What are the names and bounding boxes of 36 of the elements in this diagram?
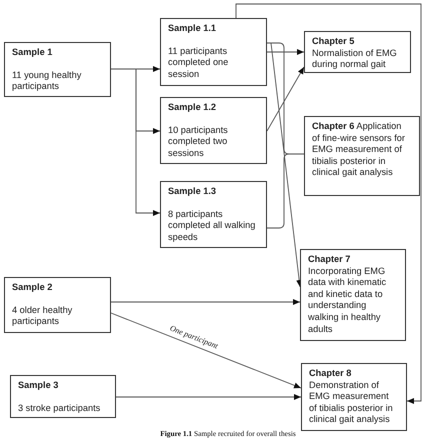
chapter-box — [304, 116, 420, 196]
arrow — [110, 68, 160, 216]
sample-box — [160, 181, 267, 248]
arrow — [266, 66, 304, 132]
box-text: Normalistion of EMG during normal gait — [312, 48, 398, 71]
sample-box — [10, 375, 116, 418]
box-title: Sample 1.3 — [168, 186, 218, 198]
box-text: 4 older healthy participants — [12, 304, 74, 328]
chapter-box — [304, 31, 411, 73]
box-text: 11 participants completed one session — [168, 46, 230, 80]
bracket-line — [266, 154, 304, 228]
arrow — [110, 299, 300, 305]
arrow — [110, 312, 302, 388]
box-text: Chapter 6 Application of fine-wire sensors for EMG measurement of tibialis posterior in clinical gait analysis — [312, 121, 406, 179]
box-text: Incorporating EMG data with kinematic and kinetic data to understanding walking in healthy adults — [308, 266, 388, 336]
arrow — [266, 49, 304, 55]
sample-box — [160, 18, 267, 86]
chapter-box — [300, 249, 406, 341]
box-text: Demonstration of EMG measurement of tibialis posterior in clinical gait analysis — [309, 380, 394, 426]
sample-box — [160, 97, 267, 164]
box-title: Chapter 5 — [312, 36, 356, 48]
chapter-box — [301, 363, 407, 431]
box-title: Sample 2 — [12, 282, 54, 294]
box-text: 10 participants completed two sessions — [168, 124, 229, 160]
box-title: Chapter 8 — [309, 368, 352, 380]
box-title: Sample 1 — [12, 47, 54, 59]
box-title: Chapter 7 — [308, 254, 352, 266]
sample-box — [4, 277, 111, 333]
sample-box — [4, 42, 111, 97]
box-text: 8 participants completed all walking speeds — [168, 208, 256, 244]
box-text: 11 young healthy participants — [12, 70, 82, 93]
box-title: Sample 3 — [18, 380, 60, 392]
box-title: Sample 1.1 — [168, 23, 218, 35]
box-text: 3 stroke participants — [18, 402, 102, 414]
box-title: Sample 1.2 — [168, 102, 218, 114]
arrow — [116, 394, 302, 400]
